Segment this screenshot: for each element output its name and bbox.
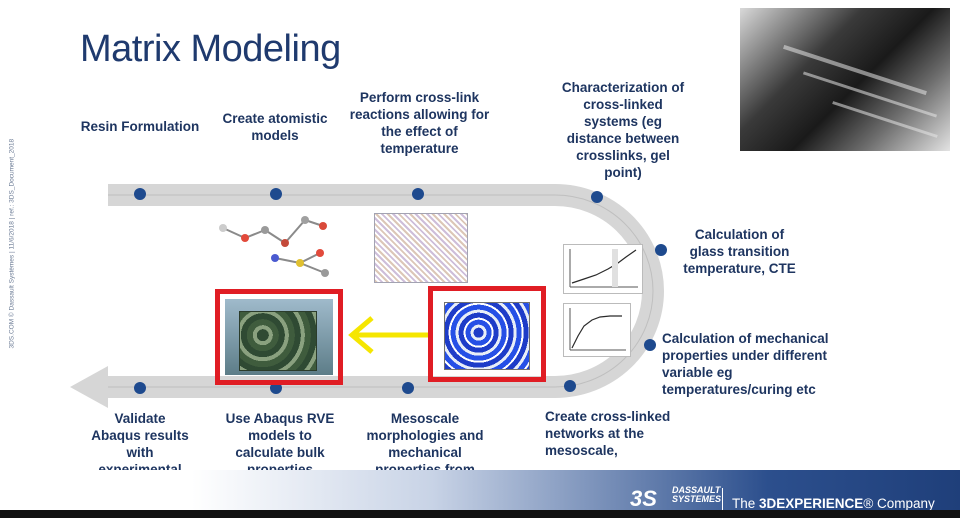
node-characterization [591,191,603,203]
composite-wing-photo [740,8,950,151]
node-mesoscale [402,382,414,394]
glass-transition-chart-image [563,244,643,294]
footer-black-strip [0,510,960,518]
brand-name: DASSAULT SYSTEMES [672,485,722,504]
node-mechanical [644,339,656,351]
node-abaqus-rve [270,382,282,394]
mesoscale-highlight-box [428,286,546,382]
track-arrowhead [70,366,108,408]
svg-text:3S: 3S [630,486,657,510]
node-crosslink [412,188,424,200]
node-networks [564,380,576,392]
ds-logo-icon: 3S [630,486,657,510]
node-atomistic [270,188,282,200]
footer-separator [722,488,723,512]
yellow-arrow-head [348,316,374,354]
company-tagline: The 3DEXPERIENCE® Company [732,496,935,511]
node-glass [655,244,667,256]
label-resin-formulation: Resin Formulation [80,119,200,134]
abaqus-rve-highlight-box [215,289,343,385]
mesoscale-morphology-image [440,298,532,372]
slide-title: Matrix Modeling [80,28,341,70]
track-centerline [108,194,654,388]
molecule-model-image [219,216,329,277]
node-resin [134,188,146,200]
abaqus-rve-image [225,299,333,375]
node-validate [134,382,146,394]
mechanical-properties-chart-image [563,303,631,357]
crosslink-simulation-image [374,213,468,283]
